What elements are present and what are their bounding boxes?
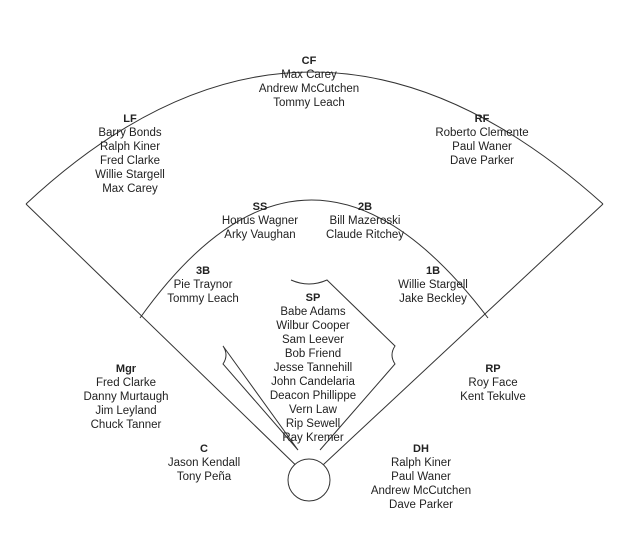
player-name: Barry Bonds [98, 127, 162, 139]
player-name: Tommy Leach [167, 293, 239, 305]
position-label-sp: SP [305, 292, 321, 304]
home-plate-circle [287, 458, 331, 502]
position-label-rf: RF [474, 113, 490, 125]
player-name: Tony Peña [176, 471, 232, 483]
player-name: Sam Leever [281, 334, 344, 346]
left-foul-line [25, 203, 310, 479]
player-name: Fred Clarke [99, 155, 161, 167]
player-name: Honus Wagner [221, 215, 299, 227]
player-name: Chuck Tanner [90, 419, 162, 431]
infield-diamond [222, 279, 396, 451]
player-name: Roberto Clemente [435, 127, 529, 139]
player-name: Dave Parker [450, 155, 514, 167]
player-name: Pie Traynor [173, 279, 233, 291]
player-name: Ray Kremer [282, 432, 344, 444]
position-label-lf: LF [123, 113, 137, 125]
player-name: Paul Waner [452, 141, 512, 153]
position-label-c: C [200, 443, 208, 455]
player-name: Vern Law [289, 404, 337, 416]
player-name: Arky Vaughan [224, 229, 296, 241]
player-name: Max Carey [281, 69, 337, 81]
player-name: Max Carey [102, 183, 158, 195]
player-name: Jesse Tannehill [273, 362, 353, 374]
player-name: Dave Parker [389, 499, 453, 511]
player-name: Kent Tekulve [460, 391, 526, 403]
player-name: Andrew McCutchen [370, 485, 472, 497]
player-name: Willie Stargell [95, 169, 165, 181]
player-name: Danny Murtaugh [83, 391, 169, 403]
player-name: Jim Leyland [95, 405, 157, 417]
player-name: Willie Stargell [398, 279, 468, 291]
player-name: Deacon Phillippe [269, 390, 357, 402]
player-name: Wilbur Cooper [276, 320, 350, 332]
infield-arc [139, 199, 489, 319]
player-name: Ralph Kiner [390, 457, 452, 469]
position-label-cf: CF [301, 55, 317, 67]
player-name: John Candelaria [271, 376, 355, 388]
player-name: Andrew McCutchen [258, 83, 360, 95]
player-name: Tommy Leach [273, 97, 345, 109]
player-name: Jason Kendall [167, 457, 241, 469]
right-foul-line [308, 203, 604, 479]
position-label-3b: 3B [195, 265, 211, 277]
outfield-fence [25, 71, 604, 205]
player-name: Jake Beckley [399, 293, 467, 305]
position-label-2b: 2B [357, 201, 373, 213]
position-label-mgr: Mgr [115, 363, 137, 375]
player-name: Claude Ritchey [326, 229, 404, 241]
player-name: Paul Waner [391, 471, 451, 483]
player-name: Bill Mazeroski [329, 215, 401, 227]
player-name: Ralph Kiner [99, 141, 161, 153]
position-label-1b: 1B [425, 265, 441, 277]
position-label-rp: RP [485, 363, 501, 375]
player-name: Fred Clarke [95, 377, 157, 389]
player-name: Babe Adams [280, 306, 346, 318]
position-label-dh: DH [413, 443, 429, 455]
player-name: Bob Friend [284, 348, 342, 360]
player-name: Roy Face [468, 377, 518, 389]
player-name: Rip Sewell [285, 418, 341, 430]
position-label-ss: SS [252, 201, 268, 213]
